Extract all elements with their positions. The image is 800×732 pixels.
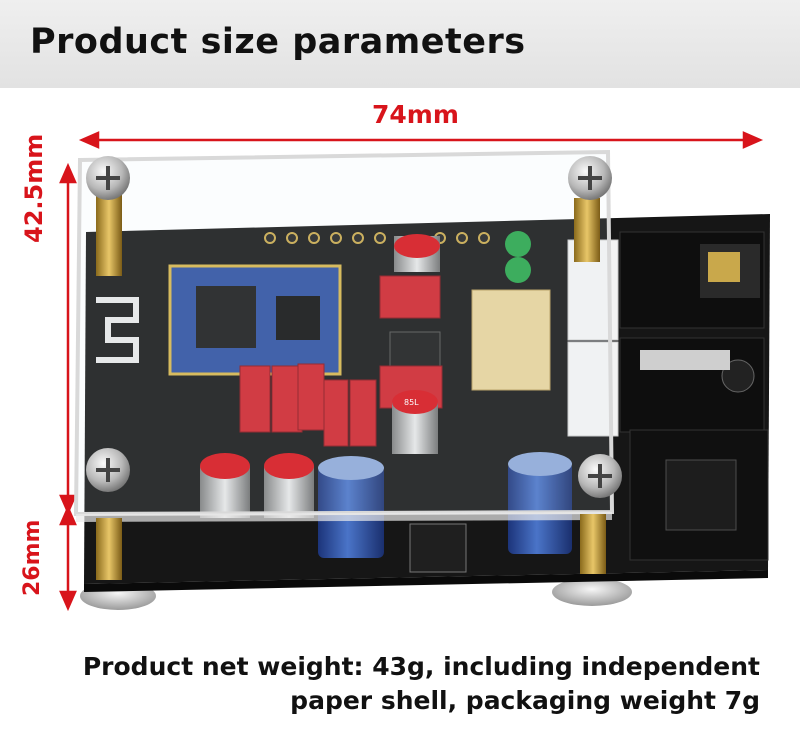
height-dimension-arrow — [59, 162, 77, 516]
width-dimension-arrow — [78, 131, 764, 149]
bluetooth-module — [96, 264, 342, 376]
amplifier-ic — [389, 331, 441, 369]
acrylic-plate — [73, 149, 615, 522]
blue-capacitors — [318, 452, 572, 558]
page-title: Product size parameters — [30, 22, 526, 62]
cap-print: 85L — [404, 398, 419, 407]
title-banner — [0, 0, 800, 88]
brass-standoffs — [96, 194, 606, 580]
screws — [86, 156, 622, 498]
silver-capacitors: 85L — [200, 234, 440, 518]
voltage-regulator — [409, 523, 467, 573]
film-capacitors — [239, 275, 443, 447]
width-dimension-label: 74mm — [372, 100, 459, 129]
weight-note-line-2: paper shell, packaging weight 7g — [290, 686, 760, 715]
thickness-dimension-label: 26mm — [20, 519, 45, 596]
thickness-dimension-arrow — [59, 504, 77, 612]
weight-note-line-1: Product net weight: 43g, including indep… — [82, 652, 760, 681]
height-dimension-label: 42.5mm — [20, 133, 48, 243]
header-pins — [264, 232, 490, 244]
weight-note: Product net weight: 43g, including indep… — [83, 650, 760, 718]
audio-jacks — [619, 231, 769, 561]
